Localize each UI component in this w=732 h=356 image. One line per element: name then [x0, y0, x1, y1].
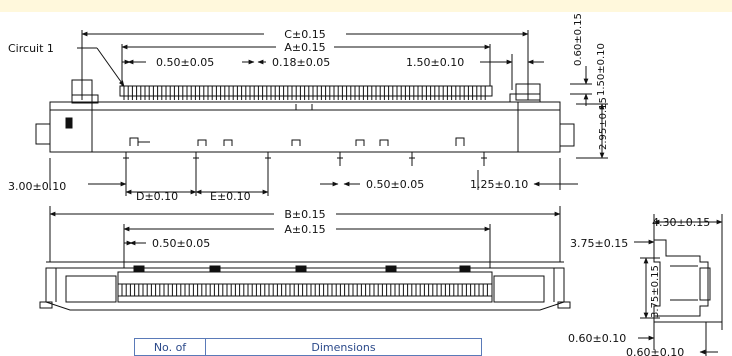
side-view — [634, 214, 723, 356]
dim-d-label: D±0.10 — [136, 190, 178, 203]
dim-b-label: B±0.15 — [284, 208, 325, 221]
table-header-dimensions: Dimensions — [205, 338, 482, 356]
pitch-label: 0.50±0.05 — [156, 56, 214, 69]
front-view — [39, 206, 571, 311]
dim-e-label: E±0.10 — [210, 190, 251, 203]
front-dim-a-label: A±0.15 — [284, 223, 325, 236]
slot-width-label: 0.18±0.05 — [272, 56, 330, 69]
dim-060-vertical-label: 0.60±0.15 — [573, 13, 584, 66]
front-pitch-label: 0.50±0.05 — [152, 237, 210, 250]
dim-375-vertical-label: 3.75±0.15 — [650, 265, 661, 318]
header-band — [0, 0, 732, 12]
dim-060-b-label: 0.60±0.10 — [626, 346, 684, 356]
dimensions-table: No. of Dimensions — [134, 338, 482, 356]
dim-150-label: 1.50±0.10 — [406, 56, 464, 69]
top-view — [35, 30, 608, 196]
dim-125-label: 1.25±0.10 — [470, 178, 528, 191]
dim-295-vertical-label: 2.95±0.15 — [598, 97, 609, 150]
dim-060-a-label: 0.60±0.10 — [568, 332, 626, 345]
dim-150-vertical-label: 1.50±0.10 — [596, 43, 607, 96]
dim-c-label: C±0.15 — [284, 28, 325, 41]
dim-375-horizontal-label: 3.75±0.15 — [570, 237, 628, 250]
dim-a-label: A±0.15 — [284, 41, 325, 54]
table-header-row: No. of Dimensions — [134, 338, 482, 356]
dim-430-label: 4.30±0.15 — [652, 216, 710, 229]
table-header-no-of: No. of — [134, 338, 206, 356]
dim-300-label: 3.00±0.10 — [8, 180, 66, 193]
circuit-1-label: Circuit 1 — [8, 42, 54, 55]
bottom-pitch-label: 0.50±0.05 — [366, 178, 424, 191]
